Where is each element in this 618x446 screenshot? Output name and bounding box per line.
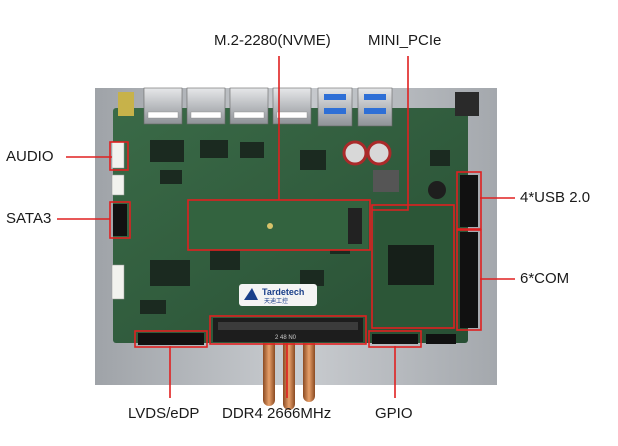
label-gpio: GPIO bbox=[375, 405, 413, 422]
heat-pipes bbox=[263, 338, 315, 410]
label-audio: AUDIO bbox=[6, 148, 54, 165]
inductor bbox=[373, 170, 399, 192]
logo-subtext: 天迪工控 bbox=[264, 297, 288, 305]
label-usb: 4*USB 2.0 bbox=[520, 189, 591, 206]
gpio-header bbox=[372, 334, 418, 344]
lvds-header bbox=[138, 333, 204, 345]
m2-slot bbox=[188, 200, 368, 250]
board-logo: Tardetech 天迪工控 bbox=[239, 284, 317, 306]
sata-connector bbox=[113, 204, 127, 236]
label-m2: M.2-2280(NVME) bbox=[214, 32, 331, 49]
logo-text: Tardetech bbox=[262, 287, 304, 297]
misc-header bbox=[426, 334, 456, 344]
label-ddr4: DDR4 2666MHz bbox=[222, 405, 332, 422]
audio-jack bbox=[118, 92, 134, 116]
label-minipcie: MINI_PCIe bbox=[368, 32, 442, 49]
label-lvds: LVDS/eDP bbox=[128, 405, 200, 422]
label-com: 6*COM bbox=[520, 270, 570, 287]
right-headers bbox=[460, 175, 478, 328]
ddr-slot-text: 2 48 N0 bbox=[275, 335, 297, 341]
label-sata3: SATA3 bbox=[6, 210, 52, 227]
chipset bbox=[388, 245, 434, 285]
power-jack bbox=[455, 92, 479, 116]
